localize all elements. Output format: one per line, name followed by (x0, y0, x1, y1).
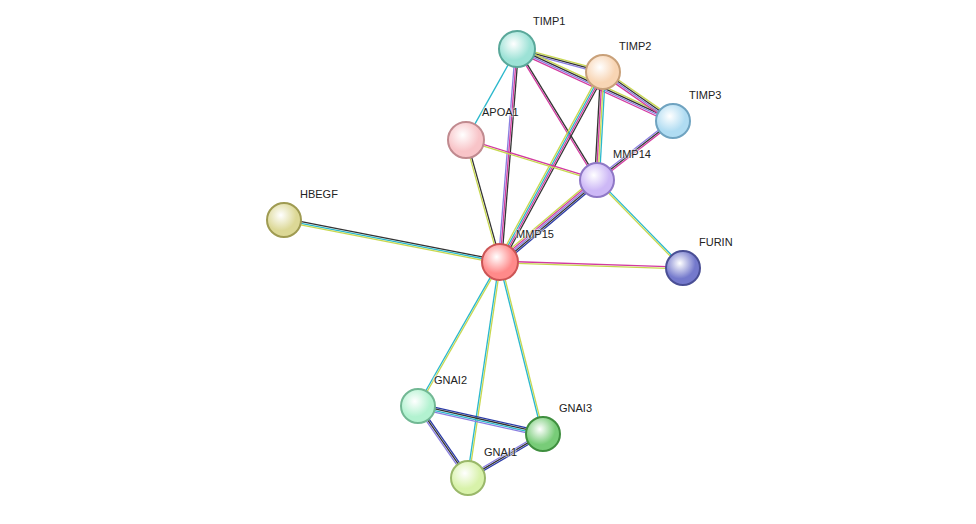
evidence-line (595, 88, 599, 164)
protein-node: TIMP1 (498, 30, 536, 68)
interaction-edge (609, 130, 662, 172)
node-label: MMP15 (516, 228, 554, 240)
node-label: GNAI1 (484, 446, 517, 458)
interaction-edge (517, 262, 667, 269)
evidence-line (300, 221, 484, 257)
interaction-edge (511, 188, 587, 254)
interaction-edge (426, 418, 460, 466)
evidence-line (470, 157, 495, 246)
evidence-line (616, 82, 660, 113)
evidence-line (433, 412, 527, 433)
evidence-line (482, 146, 581, 176)
node-label: FURIN (699, 236, 733, 248)
evidence-line (511, 188, 583, 249)
protein-node: APOA1 (447, 121, 485, 159)
evidence-line (428, 418, 460, 464)
interaction-edge (299, 221, 483, 260)
evidence-line (515, 193, 587, 254)
evidence-line (609, 191, 673, 256)
evidence-line (470, 279, 497, 462)
interaction-edge (503, 278, 540, 418)
node-label: HBEGF (300, 188, 338, 200)
interaction-edge (481, 441, 530, 472)
evidence-line (533, 54, 659, 112)
protein-node: GNAI1 (450, 460, 486, 496)
evidence-line (617, 81, 661, 112)
evidence-line (505, 278, 540, 418)
node-label: GNAI2 (434, 374, 467, 386)
evidence-line (482, 442, 529, 470)
evidence-line (481, 441, 528, 469)
evidence-line (609, 130, 660, 169)
node-label: TIMP1 (533, 15, 565, 27)
node-label: GNAI3 (559, 402, 592, 414)
interaction-edge (482, 144, 582, 176)
interaction-edge (595, 88, 604, 164)
evidence-line (617, 79, 661, 110)
protein-node: FURIN (665, 250, 701, 286)
interaction-edge (531, 54, 659, 117)
interaction-edge (608, 191, 673, 257)
protein-node: TIMP2 (585, 54, 621, 90)
evidence-line (482, 144, 581, 174)
evidence-line (427, 419, 459, 465)
evidence-line (425, 276, 491, 391)
interaction-edge (470, 279, 499, 463)
evidence-line (483, 443, 530, 471)
evidence-line (433, 410, 527, 431)
evidence-line (615, 83, 659, 114)
protein-node: MMP14 (579, 162, 615, 198)
evidence-line (503, 279, 538, 419)
evidence-line (512, 189, 584, 250)
evidence-line (300, 223, 484, 259)
node-label: MMP14 (613, 148, 651, 160)
interaction-edge (615, 79, 662, 114)
protein-node: MMP15 (481, 243, 519, 281)
evidence-line (610, 131, 661, 170)
node-label: TIMP2 (619, 40, 651, 52)
evidence-line (426, 420, 458, 466)
evidence-line (514, 192, 586, 253)
protein-node: TIMP3 (655, 103, 691, 139)
evidence-line (513, 190, 585, 251)
evidence-line (434, 407, 528, 428)
evidence-line (608, 192, 672, 257)
evidence-line (471, 156, 496, 245)
evidence-line (299, 225, 483, 261)
protein-node: GNAI2 (400, 388, 436, 424)
protein-node: GNAI3 (525, 416, 561, 452)
evidence-line (611, 132, 662, 171)
interaction-edge (433, 407, 528, 433)
interaction-edge (470, 156, 496, 246)
node-label: APOA1 (482, 106, 519, 118)
evidence-line (517, 263, 667, 268)
evidence-line (471, 279, 498, 462)
node-label: TIMP3 (689, 89, 721, 101)
evidence-line (434, 409, 528, 430)
protein-node: HBEGF (266, 202, 302, 238)
